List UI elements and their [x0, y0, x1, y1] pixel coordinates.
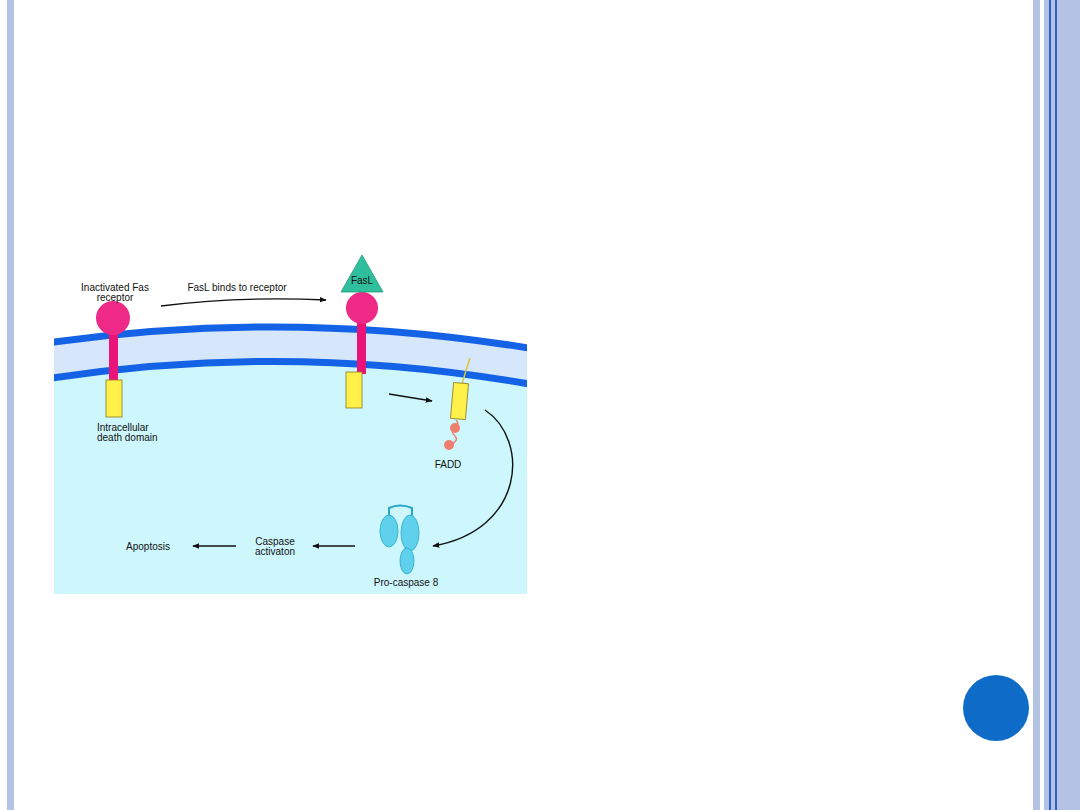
frame-bar — [1044, 0, 1080, 810]
membrane-outer — [54, 327, 527, 350]
receptor-head — [96, 301, 130, 335]
diagram-label: FasL binds to receptor — [176, 283, 298, 293]
frame-line — [1049, 0, 1051, 810]
diagram-label: Apoptosis — [118, 542, 178, 552]
receptor-head — [346, 292, 378, 324]
page-dot — [963, 675, 1029, 741]
frame-line — [1055, 0, 1057, 810]
arrow — [389, 394, 432, 401]
death-domain — [450, 382, 468, 419]
frame-bar — [1033, 0, 1040, 810]
receptor-stem — [109, 328, 118, 382]
fadd-domain — [450, 423, 460, 433]
receptor-stem — [357, 318, 366, 374]
death-domain — [346, 372, 362, 408]
diagram-label: Pro-caspase 8 — [370, 578, 442, 588]
diagram-label: Intracellular death domain — [97, 423, 163, 443]
frame-bar — [7, 0, 14, 810]
death-domain — [106, 380, 122, 417]
arrow — [433, 410, 513, 546]
diagram-label: Inactivated Fas receptor — [80, 283, 150, 303]
triangle-shape — [340, 254, 384, 293]
membrane-band — [54, 327, 527, 386]
arrow — [161, 299, 326, 306]
node-label: FasL — [340, 276, 384, 286]
domain-tail — [462, 358, 470, 384]
cytoplasm — [54, 361, 527, 594]
arrow — [313, 545, 355, 546]
diagram-label: Caspase activaton — [248, 537, 302, 557]
procaspase-shape — [380, 506, 419, 575]
diagram-label: FADD — [428, 460, 468, 470]
arrow — [193, 545, 236, 546]
fadd-domain — [444, 440, 454, 450]
ligand-triangle: FasL — [340, 254, 384, 293]
